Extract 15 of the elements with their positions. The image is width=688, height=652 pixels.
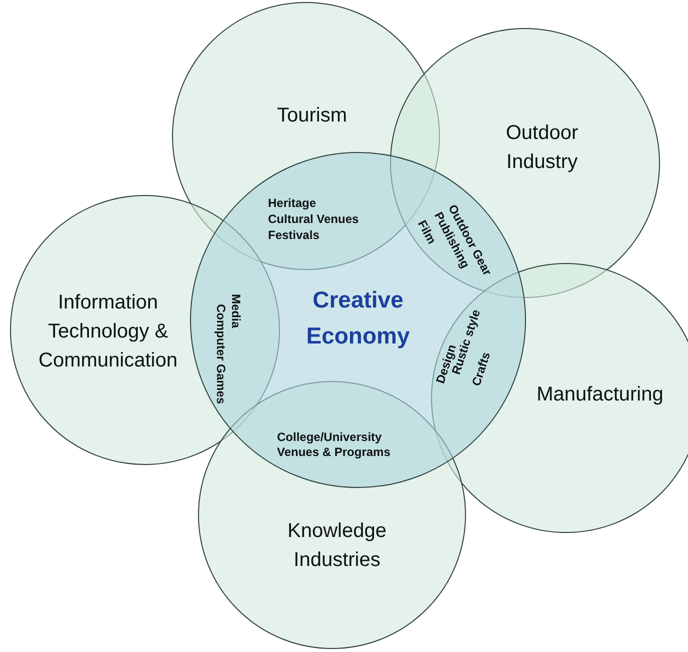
overlap-label: Film	[416, 218, 438, 246]
overlap-label: Computer Games	[215, 304, 227, 404]
overlap-label: Venues & Programs	[277, 446, 390, 458]
overlap-label: Cultural Venues	[268, 213, 359, 225]
sector-label: Knowledge Industries	[286, 519, 388, 573]
overlap-label: College/University	[277, 431, 382, 443]
overlap-label: Crafts	[470, 350, 492, 388]
center-title: Creative Economy	[305, 285, 411, 350]
overlap-label: Media	[230, 294, 242, 328]
sector-label: Information Technology & Communication	[38, 290, 178, 374]
sector-label: Tourism	[276, 104, 348, 128]
overlap-label: Heritage	[268, 197, 316, 209]
sector-label: Manufacturing	[536, 382, 664, 408]
sector-label: Outdoor Industry	[504, 121, 580, 175]
overlap-label: Festivals	[268, 229, 320, 241]
